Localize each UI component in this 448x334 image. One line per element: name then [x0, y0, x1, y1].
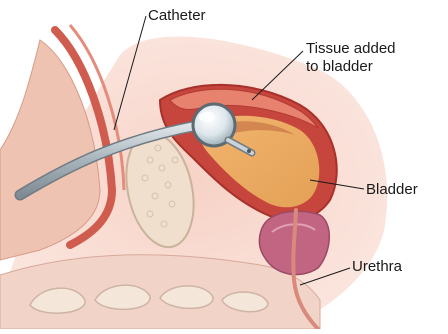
urethra-label: Urethra: [352, 258, 402, 276]
tissue-added-label: Tissue added to bladder: [306, 40, 396, 76]
bladder-label: Bladder: [366, 181, 418, 199]
tissue-added-label-line1: Tissue added: [306, 40, 396, 58]
catheter-label: Catheter: [148, 7, 206, 25]
tissue-added-label-line2: to bladder: [306, 58, 396, 76]
